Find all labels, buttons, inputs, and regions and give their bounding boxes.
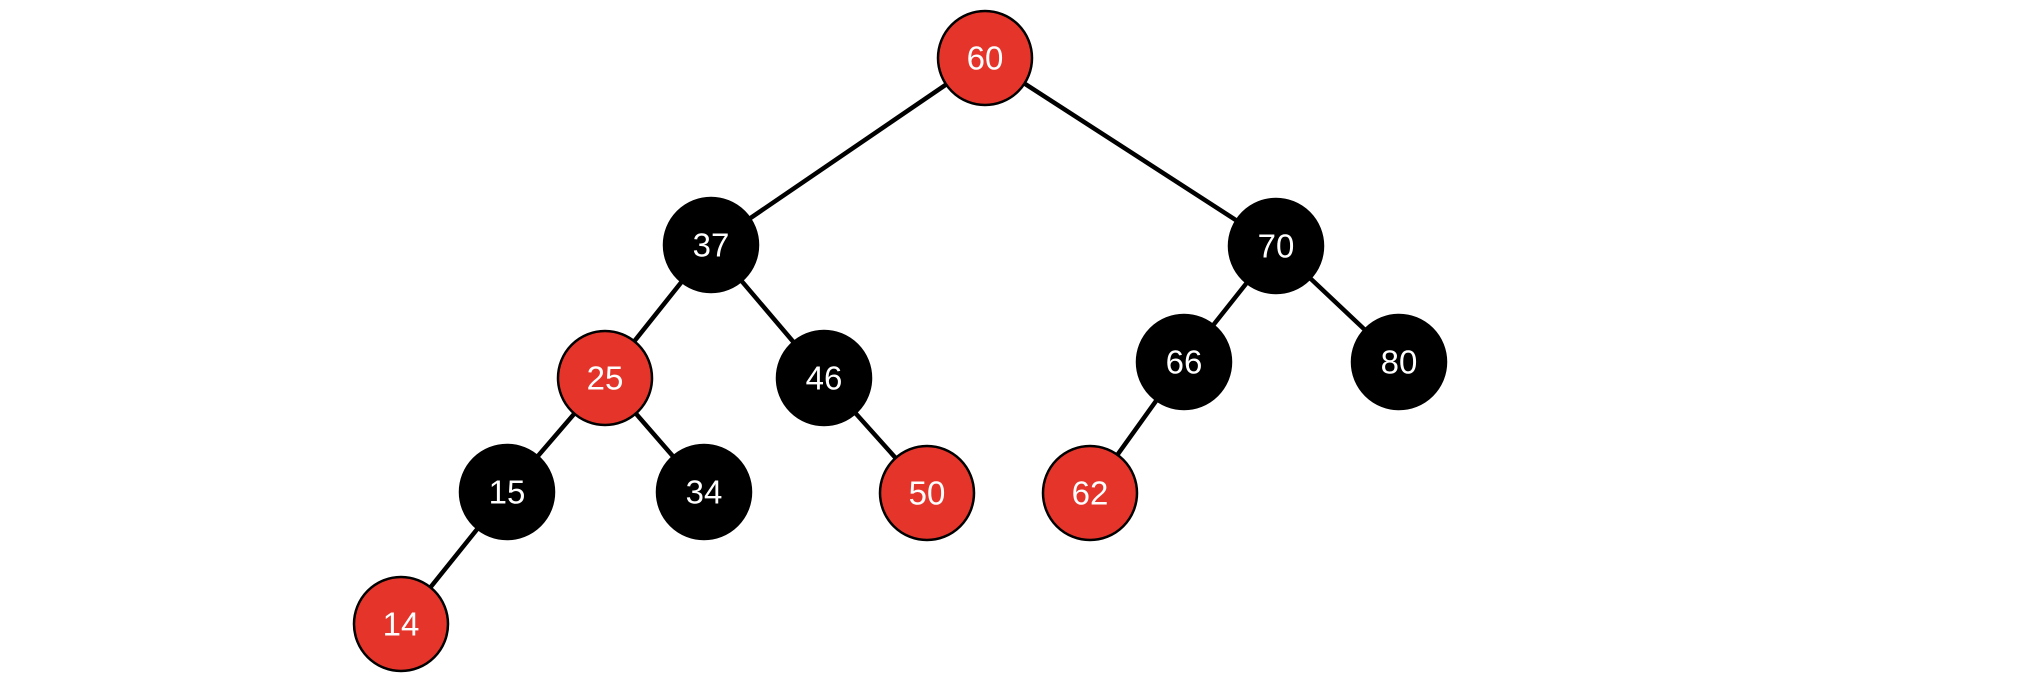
node-circle-37 [662, 196, 760, 294]
node-label-80: 80 [1381, 344, 1418, 381]
node-circle-70 [1227, 197, 1325, 295]
node-circle-15 [458, 443, 556, 541]
tree-node-50: 50 [878, 444, 976, 542]
tree-node-14: 14 [352, 575, 450, 673]
node-circle-60 [936, 9, 1034, 107]
tree-node-34: 34 [655, 443, 753, 541]
node-label-62: 62 [1072, 475, 1109, 512]
tree-node-15: 15 [458, 443, 556, 541]
tree-node-46: 46 [775, 329, 873, 427]
node-label-15: 15 [489, 474, 526, 511]
node-circle-50 [878, 444, 976, 542]
node-circle-25 [556, 329, 654, 427]
tree-node-70: 70 [1227, 197, 1325, 295]
tree-node-80: 80 [1350, 313, 1448, 411]
node-label-37: 37 [693, 227, 730, 264]
node-circle-34 [655, 443, 753, 541]
tree-nodes-layer: 60 37 70 25 46 66 80 15 34 50 62 14 [352, 9, 1448, 673]
node-circle-14 [352, 575, 450, 673]
node-label-25: 25 [587, 360, 624, 397]
tree-node-25: 25 [556, 329, 654, 427]
node-circle-66 [1135, 313, 1233, 411]
tree-node-60: 60 [936, 9, 1034, 107]
node-circle-62 [1041, 444, 1139, 542]
tree-edges-layer [399, 56, 1401, 626]
node-label-14: 14 [383, 606, 420, 643]
tree-edge-60-37 [709, 56, 987, 247]
tree-node-62: 62 [1041, 444, 1139, 542]
tree-node-37: 37 [662, 196, 760, 294]
node-label-34: 34 [686, 474, 723, 511]
node-label-46: 46 [806, 360, 843, 397]
node-label-50: 50 [909, 475, 946, 512]
node-circle-80 [1350, 313, 1448, 411]
node-label-60: 60 [967, 40, 1004, 77]
tree-edge-60-70 [983, 56, 1278, 248]
node-label-66: 66 [1166, 344, 1203, 381]
tree-node-66: 66 [1135, 313, 1233, 411]
node-circle-46 [775, 329, 873, 427]
node-label-70: 70 [1258, 228, 1295, 265]
